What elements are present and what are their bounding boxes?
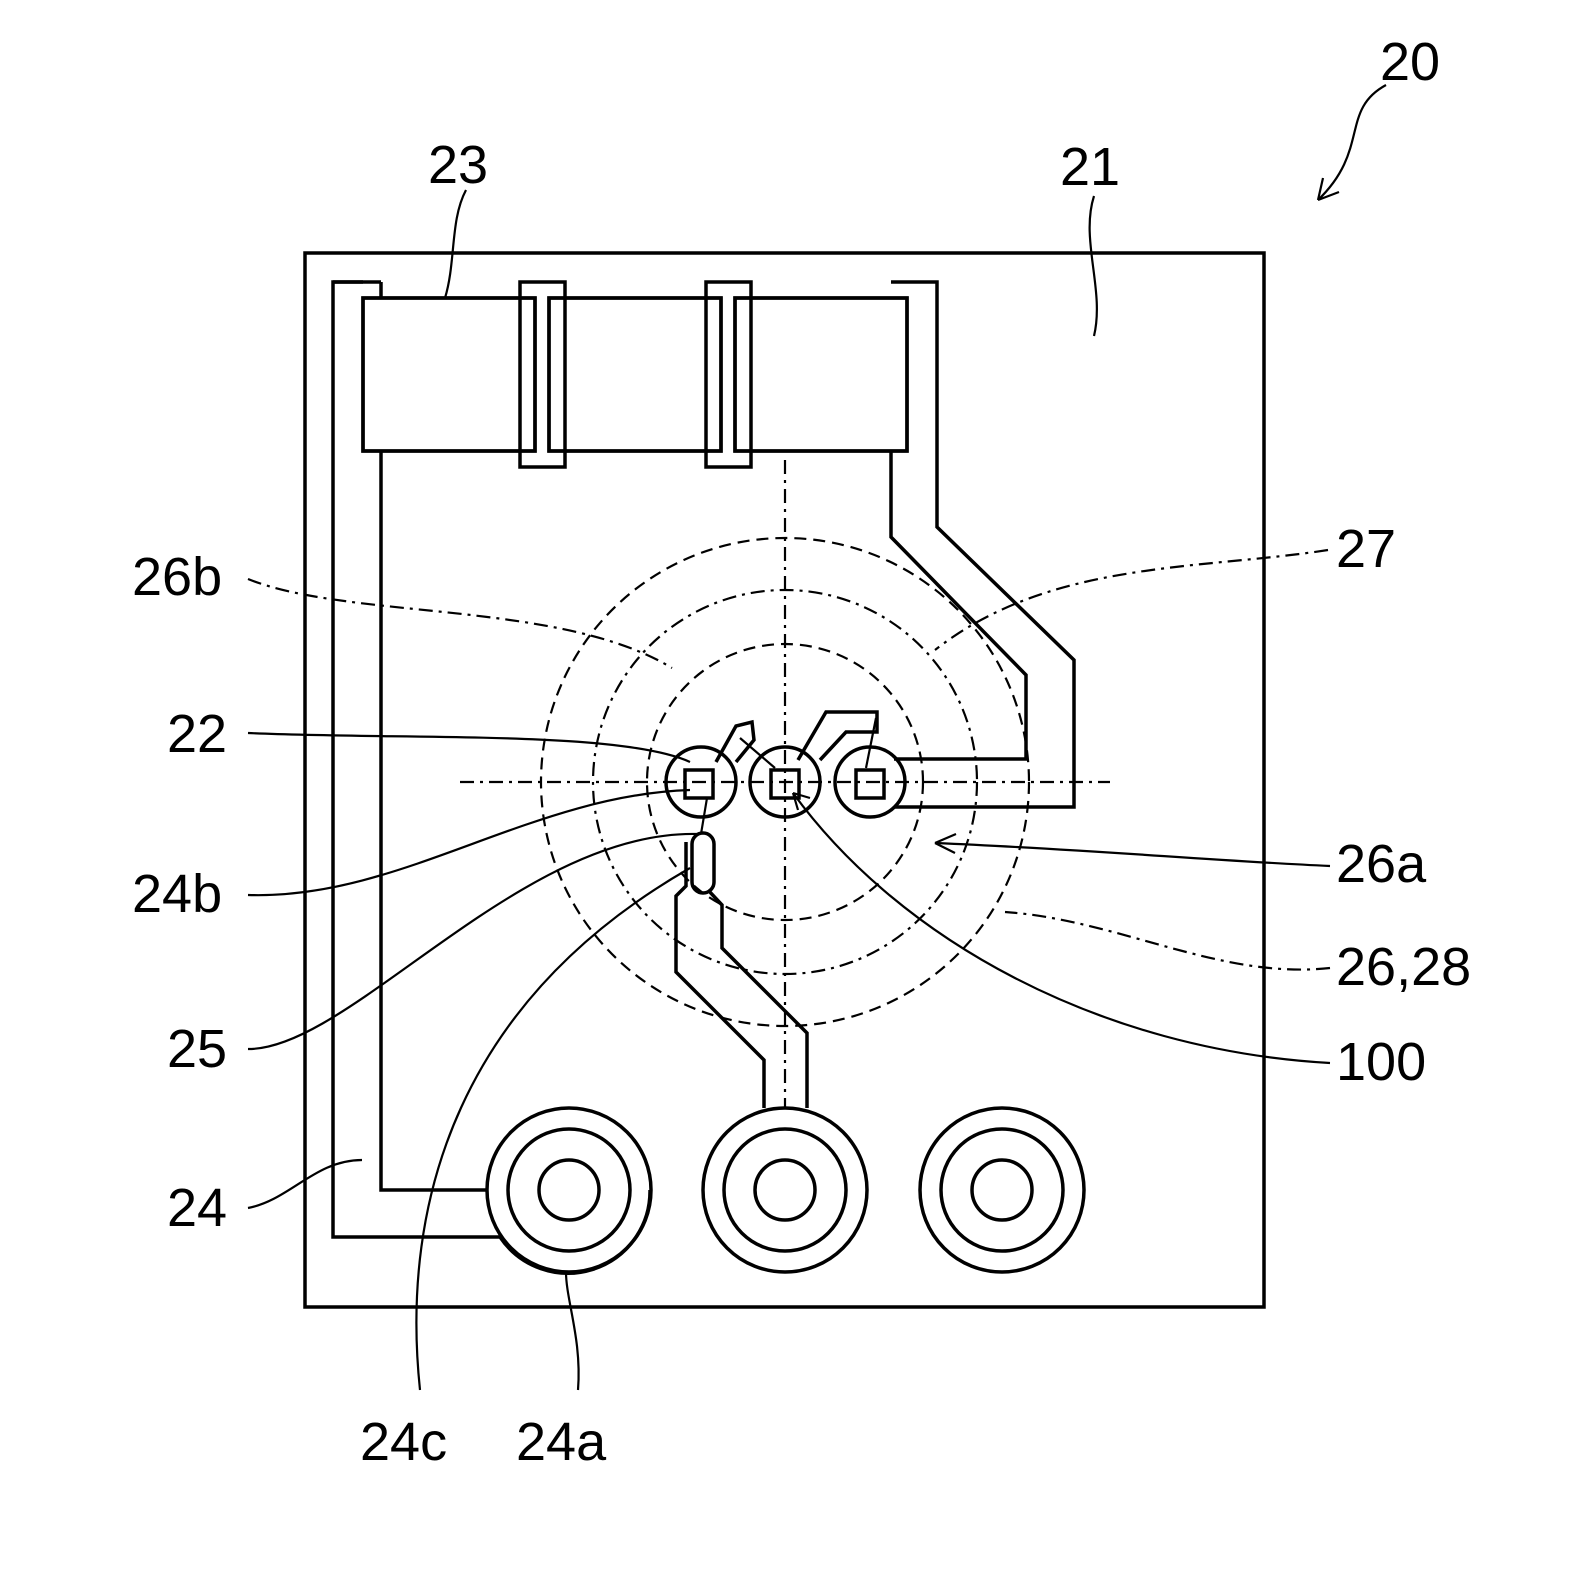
leader-21 [1090,196,1097,336]
leader-27 [935,550,1328,650]
leader-25 [248,834,697,1049]
leader-26b [248,579,672,668]
element-chip [856,770,884,798]
component-block-3 [735,298,907,451]
leader-2628 [1005,912,1330,970]
leader-22 [248,733,690,762]
component-block-2 [549,298,721,451]
leader-lines [248,85,1386,1390]
label-2628: 26,28 [1336,937,1471,997]
pin-pad-middle [724,1129,846,1251]
element-chip [685,770,713,798]
bond-wire [866,718,876,768]
terminal-pins [487,1108,1084,1272]
label-25: 25 [167,1019,227,1079]
pin-pad-outer [920,1108,1084,1272]
component-block-1 [363,298,535,451]
label-23: 23 [428,135,488,195]
label-24c: 24c [360,1412,447,1472]
label-26b: 26b [132,547,222,607]
label-26a: 26a [1336,834,1427,894]
terminal-pad [520,282,565,467]
label-21: 21 [1060,137,1120,197]
leader-26a [935,843,1330,866]
label-24a: 24a [516,1412,607,1472]
label-24: 24 [167,1178,227,1238]
label-100: 100 [1336,1032,1426,1092]
leader-24c [416,868,690,1390]
pin-pad-inner [755,1160,815,1220]
component-block-2 [549,298,721,451]
wiring-right [891,282,1074,807]
label-27: 27 [1336,519,1396,579]
label-22: 22 [167,704,227,764]
component-block-3 [735,298,907,451]
wiring-tip [692,833,714,893]
pin-pad-outer [487,1108,651,1272]
component-row [363,282,907,467]
bond-pads [716,712,877,762]
leader-23 [445,190,466,298]
pin-pad-middle [941,1129,1063,1251]
label-20: 20 [1380,32,1440,92]
leader-24a [566,1272,579,1390]
label-24b: 24b [132,864,222,924]
leader-24b [248,790,690,895]
pin-pad-outer [703,1108,867,1272]
terminal-pad [706,282,751,467]
leader-100 [793,793,1330,1063]
pin-pad-middle [508,1129,630,1251]
pin-pad-inner [539,1160,599,1220]
pin-pad-inner [972,1160,1032,1220]
leader-20 [1318,85,1386,200]
component-block-1 [363,298,535,451]
